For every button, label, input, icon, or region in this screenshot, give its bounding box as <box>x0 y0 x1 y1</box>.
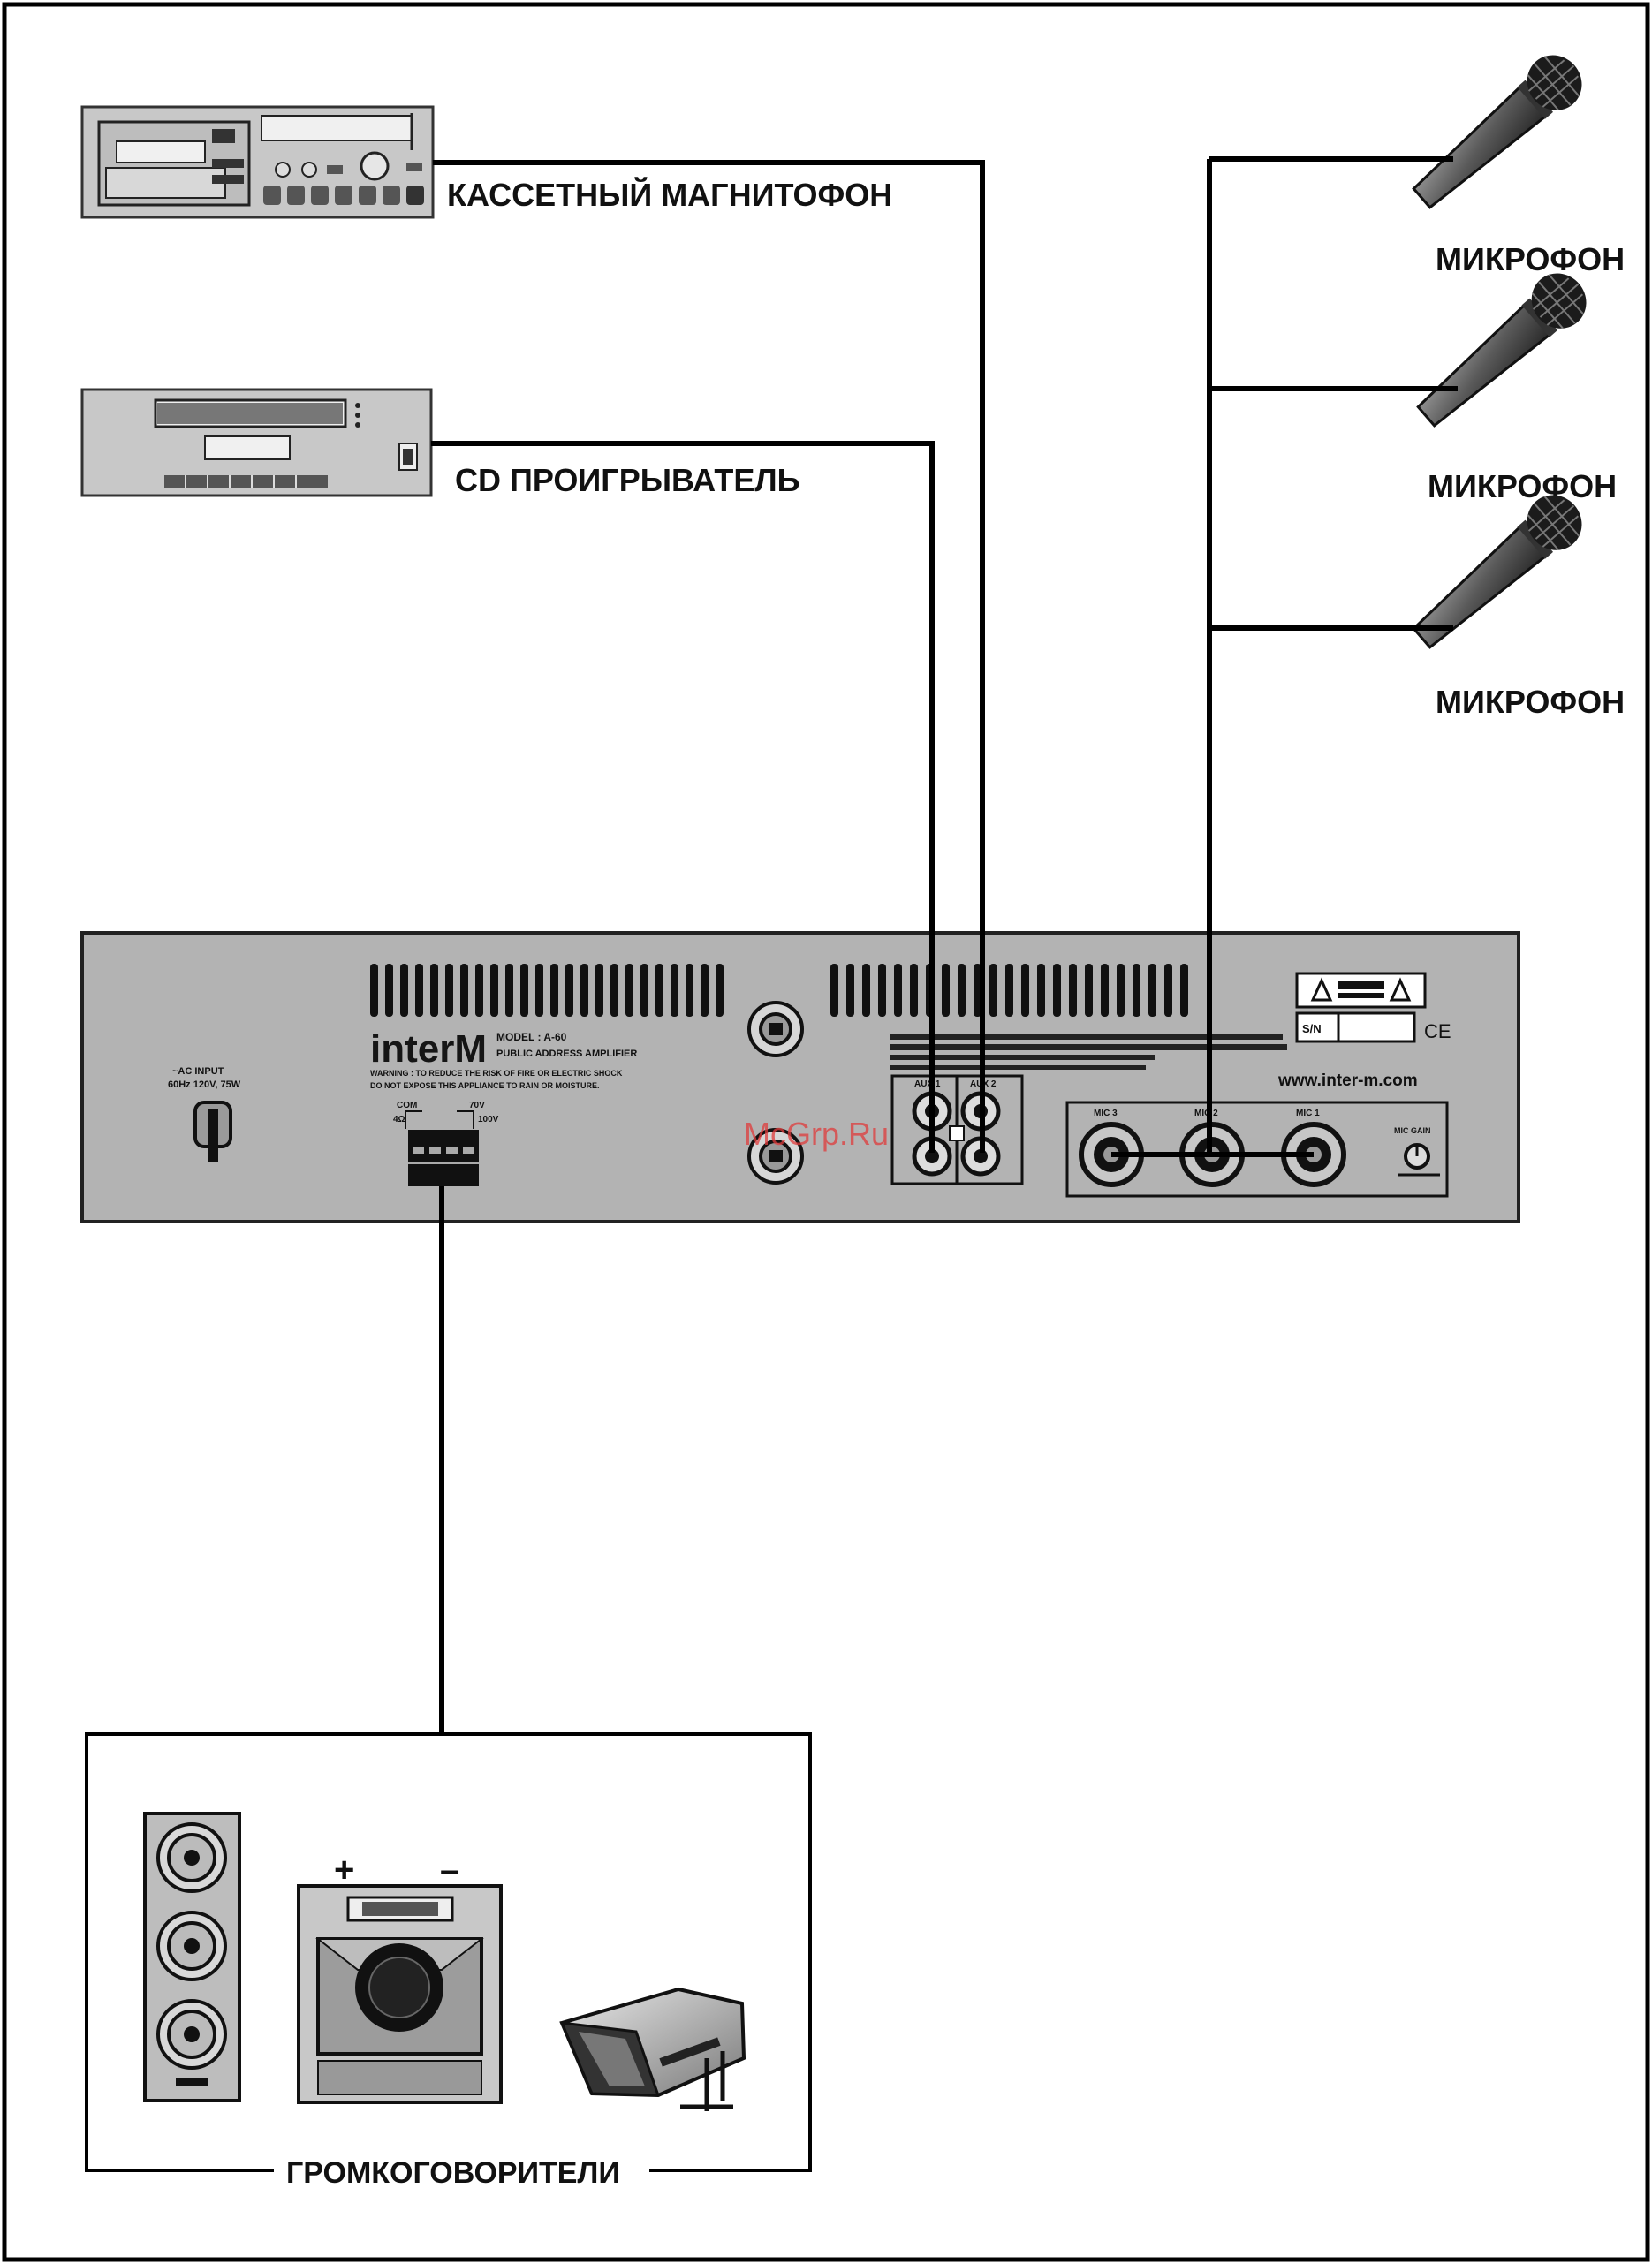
100v-label: 100V <box>478 1115 499 1124</box>
mic-gain-label: MIC GAIN <box>1394 1126 1431 1135</box>
aux1-label: AUX 1 <box>914 1079 941 1089</box>
brand-logo: interM <box>370 1027 487 1071</box>
mic-gain-knob-icon <box>1398 1143 1440 1177</box>
cd-label: CD ПРОИГРЫВАТЕЛЬ <box>455 462 800 498</box>
cd-cable <box>431 441 935 1153</box>
mic3-jack-label: MIC 3 <box>1094 1109 1118 1118</box>
amp-description: PUBLIC ADDRESS AMPLIFIER <box>496 1049 637 1059</box>
warning-line-2: DO NOT EXPOSE THIS APPLIANCE TO RAIN OR … <box>370 1081 600 1090</box>
website-label: www.inter-m.com <box>1277 1071 1418 1090</box>
ohm-label: 4Ω <box>393 1115 405 1124</box>
watermark: McGrp.Ru <box>744 1116 889 1152</box>
microphone-2 <box>1416 273 1587 428</box>
fuse-holder-icon <box>747 1001 804 1057</box>
microphone-1 <box>1412 55 1582 209</box>
speaker-output-terminal <box>408 1130 479 1186</box>
ground-terminal-icon <box>747 1128 804 1185</box>
warning-label-icon <box>1295 972 1427 1009</box>
cd-player <box>80 388 433 497</box>
mic1-jack-label: MIC 1 <box>1296 1109 1320 1118</box>
plus-terminal-label: + <box>334 1851 354 1889</box>
microphone-2-label: МИКРОФОН <box>1428 468 1617 504</box>
vent-right <box>830 964 1188 1017</box>
horn-speaker-icon <box>559 1987 746 2111</box>
cassette-cable <box>433 160 985 1153</box>
vent-left <box>370 964 724 1017</box>
microphone-3-label: МИКРОФОН <box>1436 684 1625 720</box>
model-label: MODEL : A-60 <box>496 1031 567 1043</box>
minus-terminal-label: – <box>440 1851 459 1889</box>
microphone-1-label: МИКРОФОН <box>1436 241 1625 277</box>
speaker-group: + – ГРОМКОГОВОРИТЕЛИ <box>85 1732 812 2190</box>
warning-line-1: WARNING : TO REDUCE THE RISK OF FIRE OR … <box>370 1069 623 1078</box>
speakers-label: ГРОМКОГОВОРИТЕЛИ <box>286 2156 620 2190</box>
column-speaker-icon <box>143 1812 241 2102</box>
ac-input-label: ~AC INPUT <box>172 1066 224 1077</box>
cassette-deck <box>80 105 435 219</box>
amplifier-rear-panel: ~AC INPUT 60Hz 120V, 75W interM MODEL : … <box>80 931 1520 1223</box>
cables <box>431 156 1458 1734</box>
cassette-label: КАССЕТНЫЙ МАГНИТОФОН <box>447 176 892 213</box>
ac-spec-label: 60Hz 120V, 75W <box>168 1079 241 1090</box>
microphone-3 <box>1412 495 1582 649</box>
power-cord-icon <box>193 1101 232 1162</box>
com-label: COM <box>397 1101 417 1110</box>
box-speaker-icon <box>297 1884 503 2104</box>
sn-label: S/N <box>1302 1022 1322 1035</box>
mic2-jack-label: MIC 2 <box>1194 1109 1218 1118</box>
70v-label: 70V <box>469 1101 485 1110</box>
ce-mark-icon: CE <box>1424 1020 1451 1042</box>
mic-input-box <box>1065 1101 1449 1198</box>
